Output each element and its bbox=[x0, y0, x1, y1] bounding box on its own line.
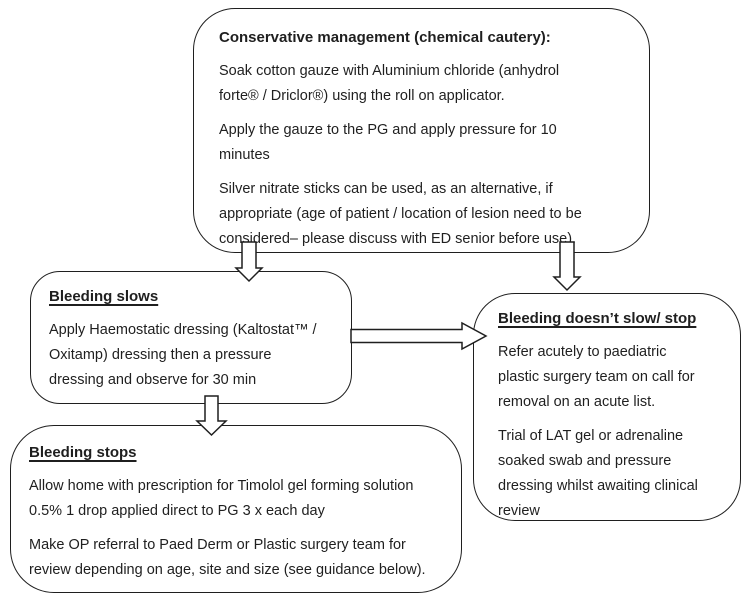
conservative-management-para-1: Soak cotton gauze with Aluminium chlorid… bbox=[219, 63, 560, 104]
box-bleeding-doesnt-slow: Bleeding doesn’t slow/ stop Refer acutel… bbox=[473, 293, 741, 521]
box-bleeding-slows: Bleeding slows Apply Haemostatic dressin… bbox=[30, 271, 352, 404]
bleeding-doesnt-slow-heading: Bleeding doesn’t slow/ stop bbox=[498, 310, 697, 327]
arrow-right-bleeding-slows-to-doesnt-slow bbox=[350, 321, 488, 351]
bleeding-doesnt-slow-para-2: Trial of LAT gel or adrenaline soaked sw… bbox=[498, 428, 698, 519]
bleeding-doesnt-slow-para-1: Refer acutely to paediatric plastic surg… bbox=[498, 344, 695, 410]
bleeding-slows-heading: Bleeding slows bbox=[49, 288, 159, 305]
bleeding-stops-para-1: Allow home with prescription for Timolol… bbox=[29, 478, 414, 519]
conservative-management-heading: Conservative management (chemical cauter… bbox=[219, 29, 551, 46]
box-conservative-management: Conservative management (chemical cauter… bbox=[193, 8, 650, 253]
box-bleeding-stops: Bleeding stops Allow home with prescript… bbox=[10, 425, 462, 593]
bleeding-slows-para-1: Apply Haemostatic dressing (Kaltostat™ /… bbox=[49, 322, 317, 388]
bleeding-stops-para-2: Make OP referral to Paed Derm or Plastic… bbox=[29, 537, 426, 578]
conservative-management-para-2: Apply the gauze to the PG and apply pres… bbox=[219, 122, 557, 163]
bleeding-stops-heading: Bleeding stops bbox=[29, 444, 137, 461]
conservative-management-para-3: Silver nitrate sticks can be used, as an… bbox=[219, 181, 582, 247]
